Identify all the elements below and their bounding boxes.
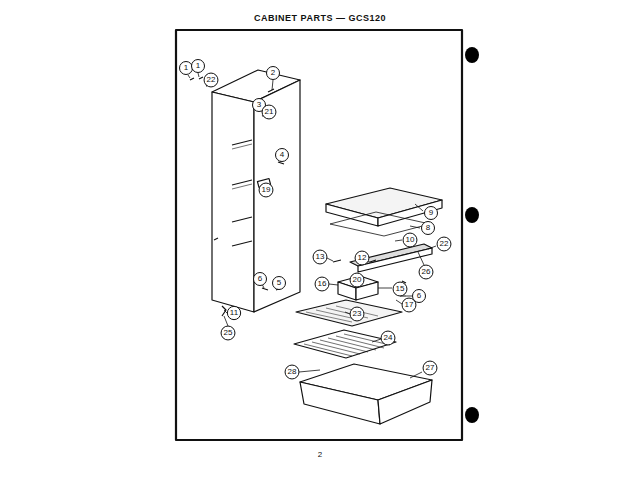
callout-number: 20 <box>353 276 362 284</box>
wire-shelf <box>294 330 396 358</box>
diagram-title: CABINET PARTS — GCS120 <box>254 14 386 23</box>
crisper-drawer <box>378 380 432 424</box>
callout-circle <box>204 73 218 87</box>
callout-number: 21 <box>265 108 274 116</box>
callout-number: 6 <box>258 275 262 283</box>
callout-circle <box>313 250 327 264</box>
callout-circle <box>437 237 451 251</box>
callout-circle <box>221 326 235 340</box>
shelf-slot <box>232 184 252 189</box>
freezer-shelf-edge <box>378 200 442 226</box>
callout-number: 1 <box>196 62 200 70</box>
callout-number: 11 <box>230 309 238 317</box>
page-number: 2 <box>318 451 322 459</box>
callout-number: 9 <box>429 209 433 217</box>
callout-number: 2 <box>271 69 275 77</box>
shelf-slot <box>232 217 252 222</box>
callout-number: 4 <box>280 151 284 159</box>
page-frame <box>176 30 462 440</box>
callout-number: 25 <box>224 329 233 337</box>
callout-number: 3 <box>257 101 261 109</box>
punch-hole <box>465 407 479 423</box>
callout-circle <box>381 331 395 345</box>
hinge-part <box>262 89 284 164</box>
callout-number: 26 <box>422 268 431 276</box>
shelf-slot <box>232 241 252 246</box>
callout-circle <box>403 233 417 247</box>
callout-circle <box>276 149 289 162</box>
callout-circle <box>350 307 364 321</box>
callout-number: 12 <box>358 254 367 262</box>
callout-number: 27 <box>426 364 435 372</box>
callout-number: 23 <box>353 310 362 318</box>
callout-number: 17 <box>405 301 414 309</box>
crisper-drawer <box>300 382 380 424</box>
callout-circle <box>180 62 193 75</box>
callout-circle <box>254 273 267 286</box>
callout-circle <box>267 67 280 80</box>
callout-circle <box>419 265 433 279</box>
callout-number: 1 <box>184 64 188 72</box>
callout-number: 6 <box>417 292 421 300</box>
shelf-slot <box>232 140 252 145</box>
callout-circle <box>192 60 205 73</box>
callout-circle <box>402 298 416 312</box>
punch-hole <box>465 47 479 63</box>
crisper-cover <box>296 300 402 326</box>
callout-number: 28 <box>288 368 297 376</box>
callout-circle <box>393 282 407 296</box>
shelf-slot <box>232 180 252 185</box>
callout-number: 24 <box>384 334 393 342</box>
callout-circle <box>273 277 286 290</box>
callout-circle <box>425 207 438 220</box>
callout-circle <box>422 222 435 235</box>
callout-circle <box>355 251 369 265</box>
callout-number: 19 <box>262 186 271 194</box>
callout-circle <box>227 306 240 319</box>
shelf-grid <box>304 334 390 356</box>
callout-circle <box>315 277 329 291</box>
callout-number: 5 <box>277 279 281 287</box>
shelf-slot <box>232 144 252 149</box>
callout-number: 13 <box>316 253 325 261</box>
cabinet-side <box>254 80 300 312</box>
callout-number: 22 <box>440 240 449 248</box>
callout-circle <box>262 105 276 119</box>
leveler <box>222 288 281 316</box>
callout-circle <box>423 361 437 375</box>
callout-number: 22 <box>207 76 216 84</box>
callout-circle <box>259 183 273 197</box>
cabinet-front <box>212 92 254 312</box>
callout-number: 8 <box>426 224 430 232</box>
cover-ribs <box>306 306 378 322</box>
callout-number: 10 <box>406 236 415 244</box>
callout-number: 15 <box>396 285 405 293</box>
punch-hole <box>465 207 479 223</box>
callout-circle <box>285 365 299 379</box>
plate <box>330 212 430 236</box>
callout-number: 16 <box>318 280 327 288</box>
callout-circle <box>350 273 364 287</box>
hinge-mark <box>214 238 218 240</box>
control-part <box>333 260 406 296</box>
